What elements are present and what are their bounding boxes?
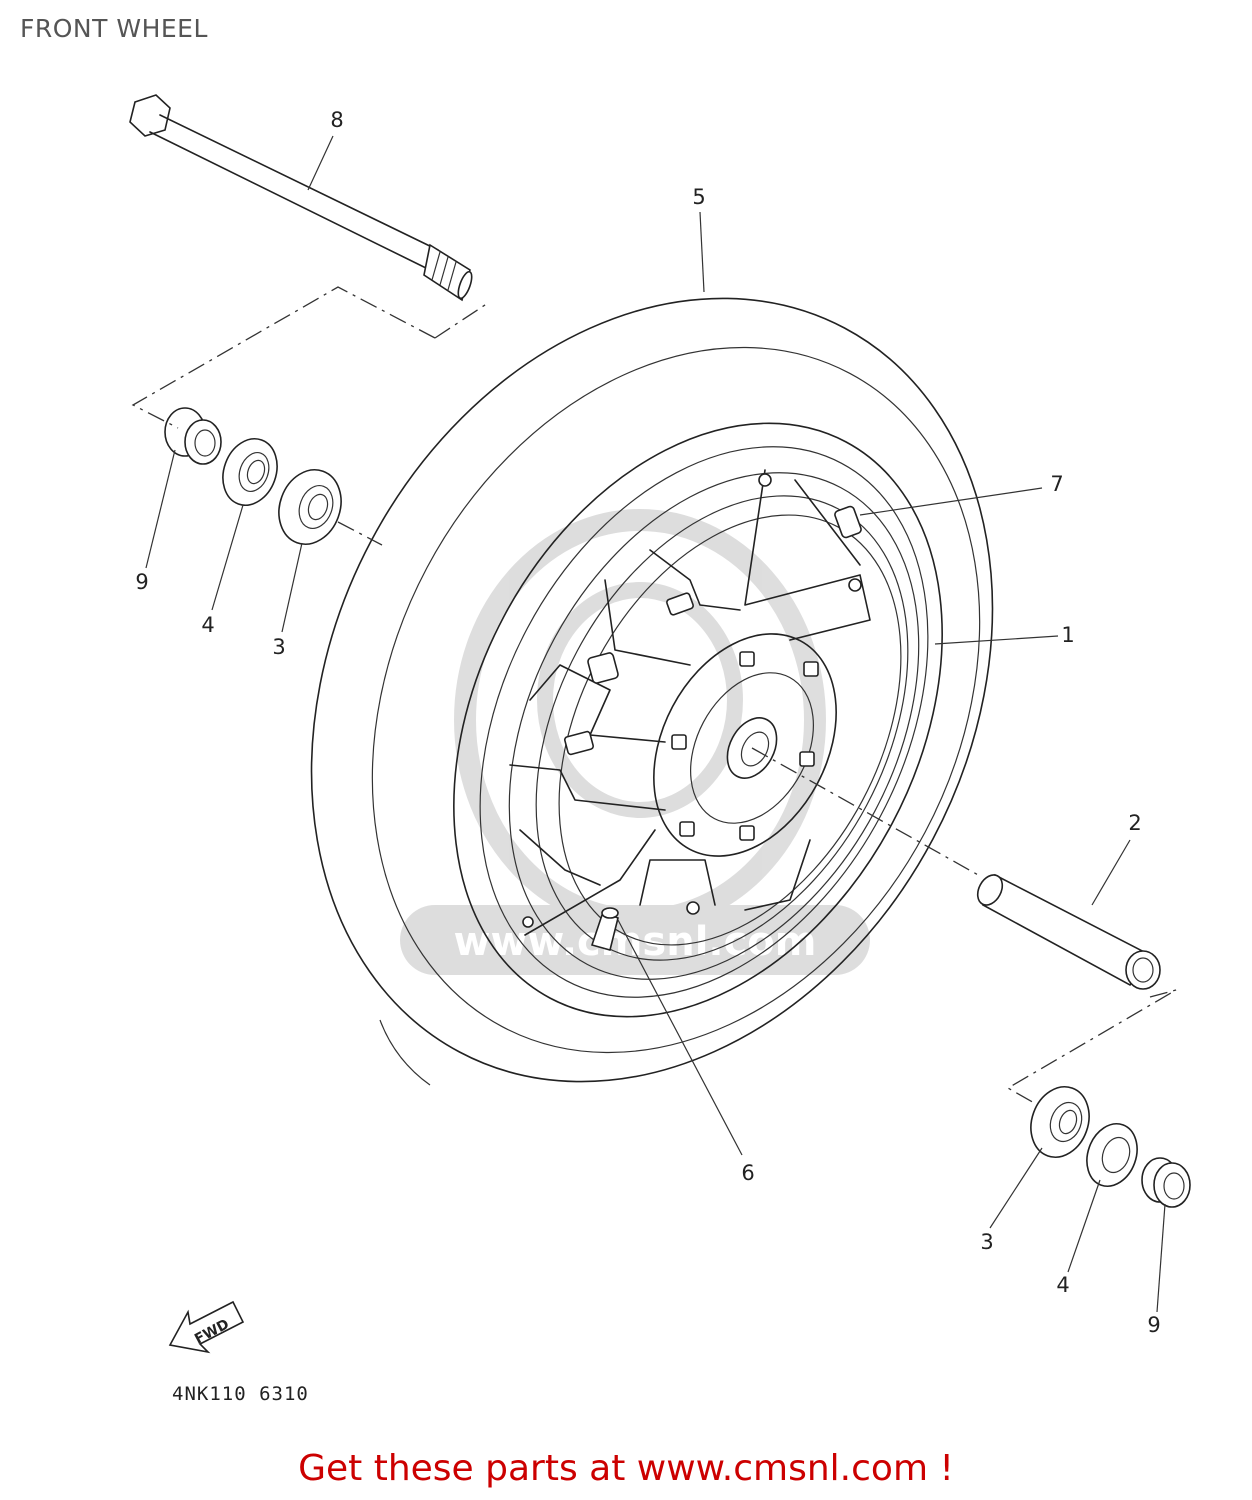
callout-5: 5 xyxy=(692,185,705,209)
callout-3-right: 3 xyxy=(980,1230,993,1254)
promo-link[interactable]: Get these parts at www.cmsnl.com ! xyxy=(298,1448,954,1489)
bearing-left-part-3 xyxy=(278,469,342,545)
callout-9-left: 9 xyxy=(135,570,148,594)
tire-valve xyxy=(590,907,619,951)
leader-lines xyxy=(145,135,1166,1313)
oil-seal-right-part-4 xyxy=(1086,1123,1138,1187)
callout-1: 1 xyxy=(1061,623,1074,647)
callout-7: 7 xyxy=(1050,472,1063,496)
callout-9-right: 9 xyxy=(1147,1313,1160,1337)
front-axle xyxy=(129,94,473,302)
fwd-arrow-icon: FWD xyxy=(168,1300,245,1354)
watermark-logo: www.cmsnl.com xyxy=(400,509,870,975)
collar xyxy=(976,873,1161,990)
collar-right-part-9 xyxy=(1141,1157,1191,1208)
hub-bolts xyxy=(522,473,862,928)
cast-wheel xyxy=(453,422,943,1018)
bearing-right-part-3 xyxy=(1030,1086,1090,1158)
callout-numbers: 8 5 7 1 2 6 9 4 3 3 4 9 xyxy=(135,108,1160,1337)
collar-left-part-9 xyxy=(164,407,222,465)
callout-3-left: 3 xyxy=(272,635,285,659)
tire xyxy=(310,297,994,1086)
callout-8: 8 xyxy=(330,108,343,132)
wheel-spokes xyxy=(509,469,871,936)
diagram-code: 4NK110 6310 xyxy=(172,1383,309,1405)
balance-weight xyxy=(834,505,862,539)
callout-2: 2 xyxy=(1128,811,1141,835)
callout-4-right: 4 xyxy=(1056,1273,1069,1297)
page-title: FRONT WHEEL xyxy=(20,14,208,43)
oil-seal-left-part-4 xyxy=(222,438,278,506)
assembly-lines xyxy=(131,286,1177,1105)
callout-4-left: 4 xyxy=(201,613,214,637)
callout-6: 6 xyxy=(741,1161,754,1185)
